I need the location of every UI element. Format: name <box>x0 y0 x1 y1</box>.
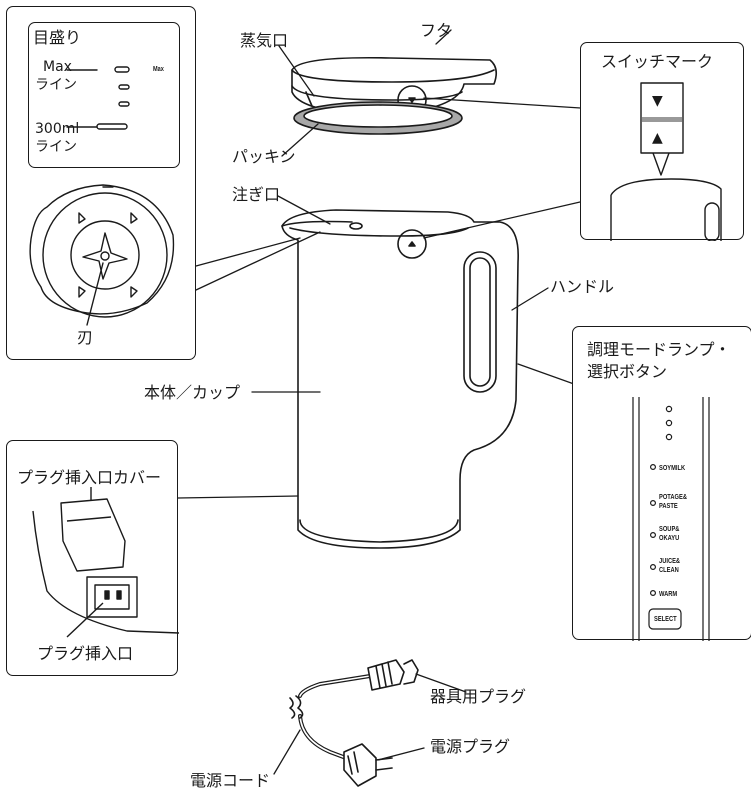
scale-inset: 目盛り Max ライン Max 300ml ライン <box>28 22 180 168</box>
steam-port-label: 蒸気口 <box>240 31 289 50</box>
plug-inlet-label: プラグ挿入口 <box>37 644 134 663</box>
mode-button-soup[interactable]: SOUP& <box>659 524 680 533</box>
mode-button-juice[interactable]: JUICE& <box>659 556 681 565</box>
select-button[interactable]: SELECT <box>654 614 677 623</box>
switch-up-arrow: ▲ <box>652 130 663 146</box>
max-tag: Max <box>153 66 164 73</box>
mode-panel-title-1: 調理モードランプ・ <box>587 340 731 359</box>
max-label: Max <box>43 59 72 75</box>
plug-inlet-panel: プラグ挿入口カバー プラグ挿入口 <box>6 440 179 676</box>
scale-panel: 目盛り Max ライン Max 300ml ライン 刃 <box>6 6 196 360</box>
plug-cover-label: プラグ挿入口カバー <box>17 468 162 487</box>
max-line-label: ライン <box>35 77 77 93</box>
mode-panel-title-2: 選択ボタン <box>587 362 668 381</box>
ml300-label: 300ml <box>35 121 80 137</box>
mode-button-soymilk[interactable]: SOYMILK <box>659 463 686 472</box>
mode-button-warm[interactable]: WARM <box>659 589 678 598</box>
mode-button-juice-2: CLEAN <box>659 565 679 574</box>
scale-title: 目盛り <box>33 28 82 47</box>
blade-drawing <box>29 66 175 326</box>
cup-drawing <box>281 209 519 549</box>
lid-label: フタ <box>420 21 453 40</box>
body-cup-label: 本体／カップ <box>144 383 241 402</box>
mode-button-potage[interactable]: POTAGE& <box>659 492 688 501</box>
mode-button-potage-2: PASTE <box>659 501 678 510</box>
switch-down-arrow: ▼ <box>652 93 663 109</box>
appliance-plug-label: 器具用プラグ <box>430 687 527 706</box>
mode-button-soup-2: OKAYU <box>659 533 680 542</box>
packing-drawing <box>293 101 463 135</box>
ml300-line-label: ライン <box>35 139 77 155</box>
packing-label: パッキン <box>232 147 296 166</box>
switch-mark-panel: スイッチマーク ▼ ▲ <box>580 42 744 241</box>
power-cord-label: 電源コード <box>190 771 271 790</box>
handle-label: ハンドル <box>550 277 615 296</box>
spout-label: 注ぎ口 <box>232 185 281 204</box>
switch-mark-title: スイッチマーク <box>601 52 714 71</box>
power-plug-label: 電源プラグ <box>430 737 511 756</box>
blade-label: 刃 <box>77 328 94 347</box>
power-cord-drawing <box>289 659 419 787</box>
mode-panel: 調理モードランプ・ 選択ボタン SOYMILK POTAGE& PASTE SO… <box>572 326 751 641</box>
